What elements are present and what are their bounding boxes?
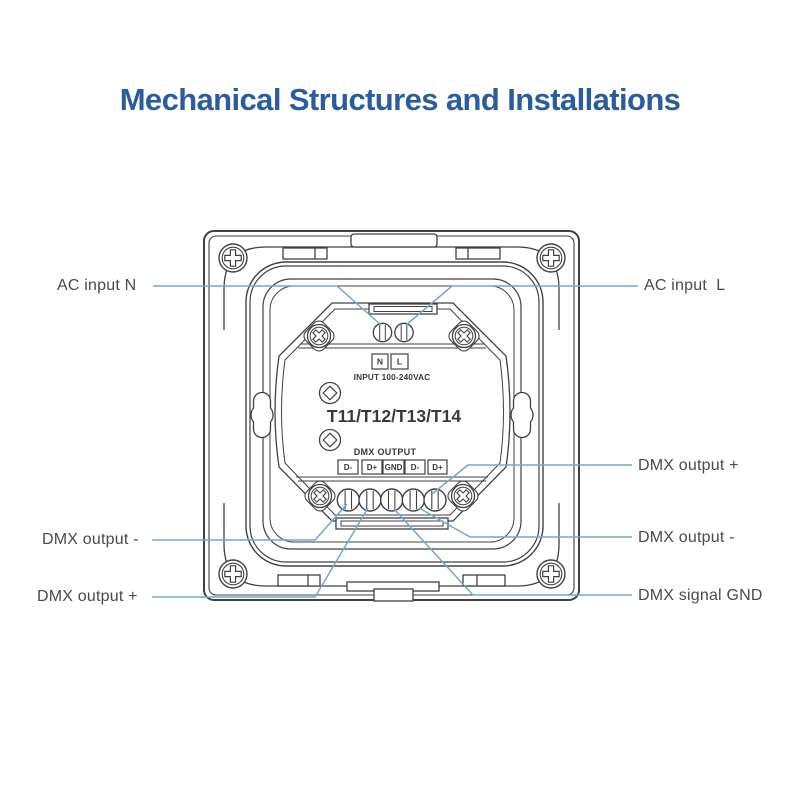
terminal-label-dplus-2: D+ (432, 463, 443, 472)
leader-ac-input-l (405, 285, 638, 326)
dmx-terminal-boxes: D- D+ GND D- D+ (337, 459, 448, 475)
module-bottom-slot (335, 517, 449, 530)
diamond-hole-bottom-icon (318, 428, 342, 452)
callout-dmx-output-plus-right: DMX output + (638, 457, 739, 474)
ac-terminal-screw-l-icon (394, 322, 414, 343)
terminal-box-n (371, 353, 389, 370)
leader-dmx-output-minus-right (418, 507, 632, 538)
leader-ac-input-n (153, 285, 382, 326)
top-clip-tab (350, 233, 438, 248)
bottom-notch (346, 581, 440, 602)
terminal-label-dminus-1: D- (344, 463, 353, 472)
module-screw-bottom-left-icon (301, 477, 339, 515)
frame-screw-top-right-icon (536, 243, 566, 273)
terminal-label-l: L (397, 357, 402, 367)
callout-dmx-output-minus-left: DMX output - (42, 531, 139, 548)
terminal-label-dminus-2: D- (411, 463, 420, 472)
mounting-slot-left (250, 391, 274, 439)
terminal-label-n: N (377, 357, 383, 367)
dmx-screw-3-icon (380, 488, 404, 512)
dmx-screw-2-icon (358, 488, 382, 512)
leader-dmx-output-minus-left (152, 503, 348, 541)
control-module: N L INPUT 100-240VAC T11/T12/T13/T14 DMX… (274, 302, 511, 530)
leader-lines (152, 285, 638, 598)
dmx-screw-1-icon (336, 488, 360, 512)
ac-terminal-screw-n-icon (372, 322, 393, 343)
callout-dmx-output-minus-right: DMX output - (638, 529, 735, 546)
panel-frame (203, 230, 580, 602)
callout-dmx-output-plus-left: DMX output + (37, 588, 138, 605)
module-top-slot (368, 303, 438, 315)
frame-screw-bottom-right-icon (536, 559, 566, 589)
page-title: Mechanical Structures and Installations (119, 82, 681, 117)
callout-ac-input-l: AC input L (644, 277, 726, 294)
input-rating-text: INPUT 100-240VAC (354, 373, 431, 382)
terminal-box-dplus-1 (361, 459, 383, 475)
dmx-screw-4-icon (401, 488, 425, 512)
panel-inner-plate (245, 261, 544, 567)
callout-dmx-signal-gnd: DMX signal GND (638, 587, 763, 604)
terminal-box-gnd (382, 459, 405, 475)
frame-screw-bottom-left-icon (218, 559, 248, 589)
leader-dmx-output-plus-left (152, 507, 369, 598)
diamond-hole-top-icon (318, 381, 342, 405)
callout-ac-input-n: AC input N (57, 277, 137, 294)
terminal-box-dplus-2 (427, 459, 448, 475)
dmx-section-text: DMX OUTPUT (354, 447, 417, 457)
mounting-slot-right (510, 391, 534, 439)
model-number-text: T11/T12/T13/T14 (327, 406, 462, 426)
terminal-box-dminus-1 (337, 459, 359, 475)
leader-dmx-output-plus-right (431, 464, 632, 495)
terminal-label-dplus-1: D+ (367, 463, 378, 472)
terminal-label-gnd: GND (385, 463, 403, 472)
mounting-rail-cutouts (277, 247, 506, 587)
frame-screw-top-left-icon (218, 243, 248, 273)
terminal-box-l (390, 353, 409, 370)
leader-dmx-signal-gnd (393, 508, 632, 596)
terminal-box-dminus-2 (404, 459, 426, 475)
module-screw-bottom-right-icon (444, 477, 482, 515)
